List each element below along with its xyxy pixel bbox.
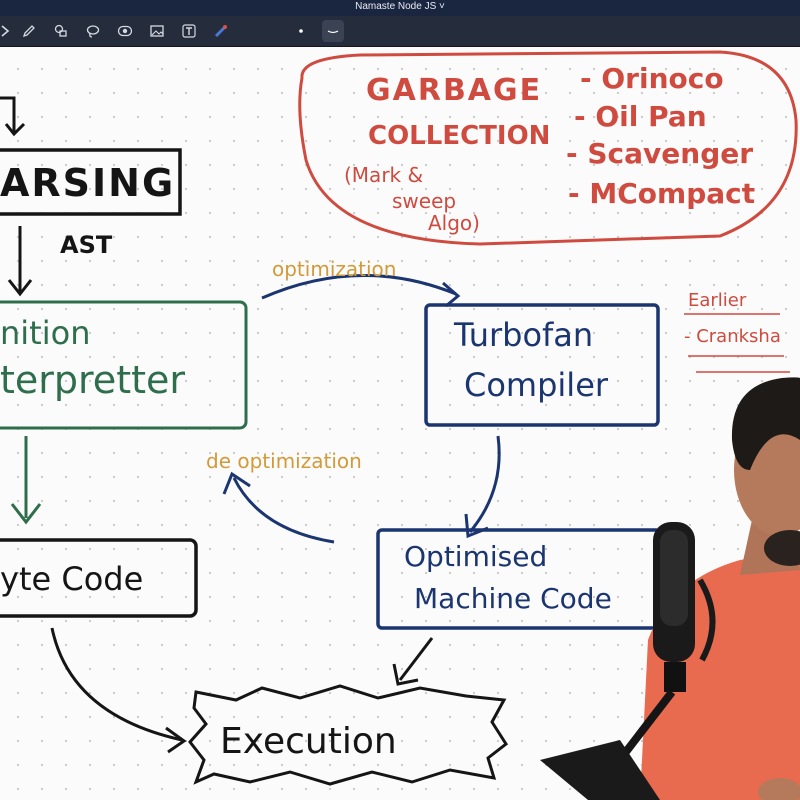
arrowhead — [442, 281, 461, 308]
dot-size-icon[interactable] — [290, 20, 312, 42]
presenter-video-overlay — [540, 377, 800, 800]
arrowhead — [222, 471, 251, 495]
arrow-turbofan-to-optimised — [468, 435, 501, 533]
arrowhead — [4, 122, 26, 137]
laser-pointer-icon[interactable] — [210, 20, 232, 42]
side-note-line1: Earlier — [688, 290, 747, 311]
optimised-line2: Machine Code — [414, 582, 612, 615]
arrowhead — [165, 726, 187, 754]
chevron-right-icon[interactable] — [0, 20, 16, 42]
garbage-collection-ellipse — [298, 50, 798, 246]
pen-icon[interactable] — [18, 20, 40, 42]
optimised-line1: Optimised — [404, 540, 547, 573]
ignition-line2: terpretter — [0, 358, 185, 402]
arrow-optimised-to-execution — [398, 637, 434, 681]
side-note-line2: - Cranksha — [684, 326, 781, 347]
turbofan-box — [424, 303, 660, 427]
arrowhead — [392, 663, 419, 686]
gc-mark-line1: (Mark & — [344, 163, 423, 187]
gc-title-line1: GARBAGE — [366, 73, 542, 108]
text-tool-icon[interactable] — [178, 20, 200, 42]
bytecode-label: yte Code — [0, 560, 143, 598]
execution-shape — [188, 684, 508, 786]
deoptimization-arrow — [232, 477, 335, 544]
presenter-hair — [731, 377, 800, 470]
ast-label: AST — [60, 231, 113, 259]
lasso-icon[interactable] — [82, 20, 104, 42]
deoptimization-label: de optimization — [206, 449, 362, 473]
window-titlebar: Namaste Node JS ˅ — [0, 0, 800, 16]
whiteboard-drawing: ARSING AST nition terpretter yte Code op… — [0, 50, 798, 786]
side-note-underline — [688, 355, 790, 373]
presenter-beard — [764, 530, 800, 566]
drawing-toolbar — [0, 16, 800, 47]
gc-item: - Oil Pan — [574, 100, 707, 133]
ignition-line1: nition — [0, 314, 90, 352]
parsing-box — [0, 148, 182, 216]
microphone-stand-base — [540, 740, 660, 800]
gc-item: - Orinoco — [580, 62, 724, 95]
parsing-label: ARSING — [0, 161, 175, 205]
shapes-icon[interactable] — [50, 20, 72, 42]
image-icon[interactable] — [146, 20, 168, 42]
window-title: Namaste Node JS ˅ — [355, 1, 445, 12]
ignition-box — [0, 300, 248, 430]
whiteboard-canvas[interactable]: ARSING AST nition terpretter yte Code op… — [0, 47, 800, 800]
gc-title-line2: COLLECTION — [368, 121, 550, 151]
arrowhead — [10, 503, 42, 525]
turbofan-line2: Compiler — [464, 366, 609, 404]
arrow-into-parsing — [0, 96, 16, 132]
presenter-hand — [758, 778, 800, 800]
gc-item: - MCompact — [568, 177, 755, 210]
microphone-clamp — [664, 662, 686, 692]
optimization-label: optimization — [272, 257, 396, 281]
optimization-arrow — [261, 273, 457, 300]
gc-item: - Scavenger — [566, 137, 753, 170]
microphone-mount — [697, 578, 716, 662]
bytecode-box — [0, 538, 198, 618]
gc-mark-line3: Algo) — [428, 211, 480, 235]
curve-stroke-icon[interactable] — [322, 20, 344, 42]
turbofan-line1: Turbofan — [453, 316, 593, 354]
arrow-bytecode-to-execution — [50, 627, 183, 742]
execution-label: Execution — [220, 721, 397, 762]
gc-mark-line2: sweep — [392, 189, 456, 213]
record-icon[interactable] — [114, 20, 136, 42]
arrowhead — [7, 279, 33, 297]
